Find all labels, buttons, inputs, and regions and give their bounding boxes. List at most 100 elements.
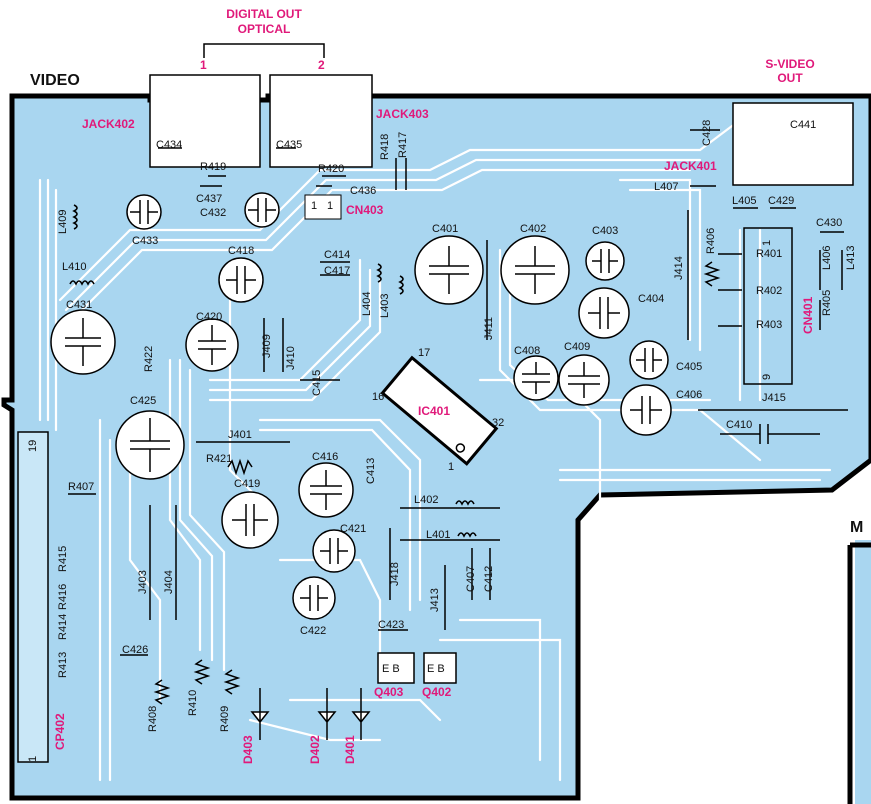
- c422-label: C422: [300, 625, 327, 637]
- section-video-label: VIDEO: [30, 72, 80, 89]
- cp402-label: CP402: [53, 713, 67, 750]
- c414-label: C414: [324, 249, 351, 261]
- c416-label: C416: [312, 451, 339, 463]
- c402-label: C402: [520, 223, 547, 235]
- c404-label: C404: [638, 293, 665, 305]
- r401-label: R401: [756, 248, 783, 260]
- r419-label: R419: [200, 161, 227, 173]
- l401-label: L401: [426, 529, 451, 541]
- c413-label: C413: [365, 457, 377, 484]
- c401-label: C401: [432, 223, 459, 235]
- q402-label: Q402: [422, 685, 452, 699]
- cn403-box: [304, 194, 342, 220]
- l405-label: L405: [732, 195, 757, 207]
- c410-label: C410: [726, 419, 753, 431]
- j404-label: J404: [163, 570, 175, 594]
- c421-label: C421: [340, 523, 367, 535]
- digital-out-bracket: [203, 43, 325, 58]
- r410-label: R410: [187, 689, 199, 716]
- r403-label: R403: [756, 319, 783, 331]
- c429-label: C429: [768, 195, 795, 207]
- r422-label: R422: [143, 345, 155, 372]
- jack402-label: JACK402: [82, 117, 135, 131]
- j411-label: J411: [483, 316, 495, 340]
- c409-label: C409: [564, 341, 591, 353]
- j415-label: J415: [762, 392, 786, 404]
- c405-label: C405: [676, 361, 703, 373]
- c441-label: C441: [790, 119, 817, 131]
- d403-label: D403: [241, 735, 255, 764]
- r407-label: R407: [68, 481, 95, 493]
- c415-label: C415: [311, 369, 323, 396]
- jack401-label: JACK401: [664, 159, 717, 173]
- cp402-pin-19: 19: [27, 439, 39, 452]
- j418-label: J418: [389, 562, 401, 586]
- digital-out-title: DIGITAL OUT: [226, 7, 302, 21]
- j414-label: J414: [673, 256, 685, 280]
- l409-label: L409: [57, 209, 69, 234]
- jack402-box: [149, 74, 261, 168]
- j409-label: J409: [261, 334, 273, 358]
- c432-label: C432: [200, 207, 227, 219]
- r414-label: R414: [57, 613, 69, 640]
- q403-body: [377, 652, 415, 684]
- board-lower-right: [855, 540, 871, 804]
- c434-label: C434: [156, 139, 183, 151]
- c408-label: C408: [514, 345, 541, 357]
- r417-label: R417: [397, 131, 409, 158]
- ic401-label: IC401: [418, 404, 451, 418]
- inductor-symbols: [69, 204, 477, 538]
- l402-label: L402: [414, 494, 439, 506]
- jack403-box: [269, 74, 373, 168]
- r409-label: R409: [219, 705, 231, 732]
- d402-label: D402: [308, 735, 322, 764]
- j401-label: J401: [228, 429, 252, 441]
- cn401-box: [743, 227, 793, 385]
- c435-label: C435: [276, 139, 303, 151]
- cp402-connector: [17, 431, 49, 763]
- r413-label: R413: [57, 651, 69, 678]
- c403-label: C403: [592, 225, 619, 237]
- l407-label: L407: [654, 181, 679, 193]
- d401-label: D401: [343, 735, 357, 764]
- c406-label: C406: [676, 389, 703, 401]
- r418-label: R418: [379, 133, 391, 160]
- svideo-title: S-VIDEO: [765, 57, 815, 71]
- jack403-label: JACK403: [376, 107, 429, 121]
- c426-label: C426: [122, 644, 149, 656]
- r406-label: R406: [705, 227, 717, 254]
- ic401-pin-32: 32: [492, 417, 505, 429]
- c430-label: C430: [816, 217, 843, 229]
- ic401-pin-16: 16: [372, 391, 385, 403]
- r402-label: R402: [756, 285, 783, 297]
- digital-out-subtitle: OPTICAL: [237, 22, 291, 36]
- r416-label: R416: [57, 583, 69, 610]
- cn403-label: CN403: [346, 203, 384, 217]
- digital-out-pin-1: 1: [200, 58, 207, 72]
- r405-label: R405: [821, 289, 833, 316]
- l404-label: L404: [361, 291, 373, 316]
- r421-label: R421: [206, 453, 233, 465]
- l410-label: L410: [62, 261, 87, 273]
- ic401-body: [380, 355, 499, 466]
- c436-label: C436: [350, 185, 377, 197]
- j403-label: J403: [137, 570, 149, 594]
- c418-label: C418: [228, 245, 255, 257]
- l403-label: L403: [379, 293, 391, 318]
- ic401-pin-17: 17: [418, 347, 431, 359]
- ic401-pin-1: 1: [448, 461, 455, 473]
- c420-label: C420: [196, 311, 223, 323]
- r408-label: R408: [147, 705, 159, 732]
- jack401-box: [732, 102, 854, 186]
- j410-label: J410: [285, 346, 297, 370]
- c417-label: C417: [324, 265, 351, 277]
- j413-label: J413: [429, 588, 441, 612]
- cn401-pin-9: 9: [761, 373, 773, 380]
- cn403-pin-a: 1: [311, 200, 318, 212]
- r420-label: R420: [318, 163, 345, 175]
- digital-out-pin-2: 2: [318, 58, 325, 72]
- cn401-label: CN401: [801, 296, 815, 334]
- c437-label: C437: [196, 193, 223, 205]
- q403-pins: E B: [382, 663, 400, 675]
- cn401-pin-1: 1: [761, 239, 773, 246]
